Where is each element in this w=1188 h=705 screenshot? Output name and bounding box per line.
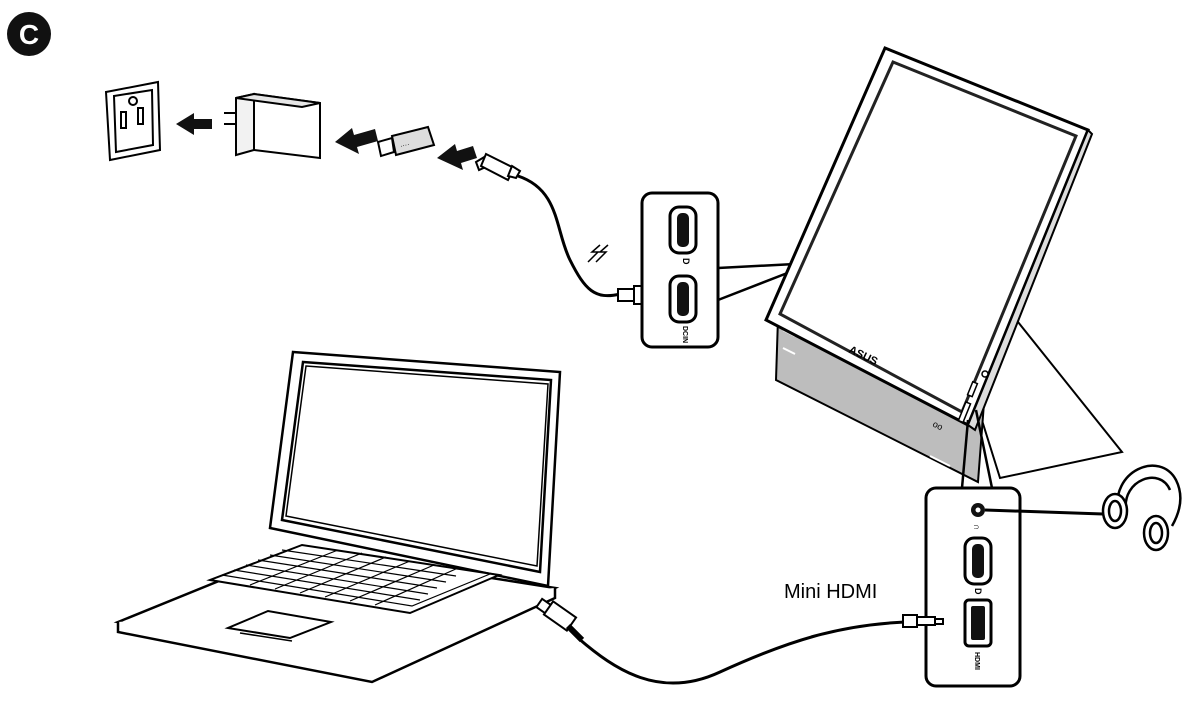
hdmi-plug-laptop xyxy=(535,597,585,643)
arrow-left-icon xyxy=(437,144,477,170)
port-panel-top: D DCIN xyxy=(640,191,720,349)
laptop-keyboard xyxy=(221,549,491,607)
port-label-d: D xyxy=(681,258,691,265)
headphones-icon xyxy=(1101,464,1182,552)
lightning-icon xyxy=(587,244,609,263)
port-label-d-lower: D xyxy=(973,588,983,595)
mini-hdmi-plug xyxy=(902,614,944,628)
power-outlet-icon xyxy=(104,80,162,162)
svg-text:····: ···· xyxy=(400,141,411,150)
arrow-left-icon xyxy=(335,128,378,154)
port-label-dcin: DCIN xyxy=(681,326,688,343)
mini-hdmi-label: Mini HDMI xyxy=(784,581,877,603)
charger-icon xyxy=(224,92,321,160)
section-badge-letter: C xyxy=(19,19,39,50)
monitor-icon: ASUS oo xyxy=(764,46,1124,484)
port-label-hdmi: HDMI xyxy=(973,652,980,670)
callout-lines-bottom xyxy=(960,409,994,489)
usb-c-plug-icon xyxy=(474,152,522,182)
headphone-cable xyxy=(984,508,1104,516)
laptop-icon xyxy=(113,350,562,684)
arrow-left-icon xyxy=(176,113,212,135)
usb-adapter-icon: ···· xyxy=(376,125,436,158)
port-panel-bottom: ∩ D HDMI xyxy=(924,486,1022,688)
headphone-port-symbol: ∩ xyxy=(972,524,982,531)
power-cable xyxy=(517,174,621,298)
section-badge: C xyxy=(7,12,51,56)
callout-lines-top xyxy=(717,262,796,302)
monitor-sensor: oo xyxy=(931,419,944,432)
hdmi-cable xyxy=(577,620,906,685)
